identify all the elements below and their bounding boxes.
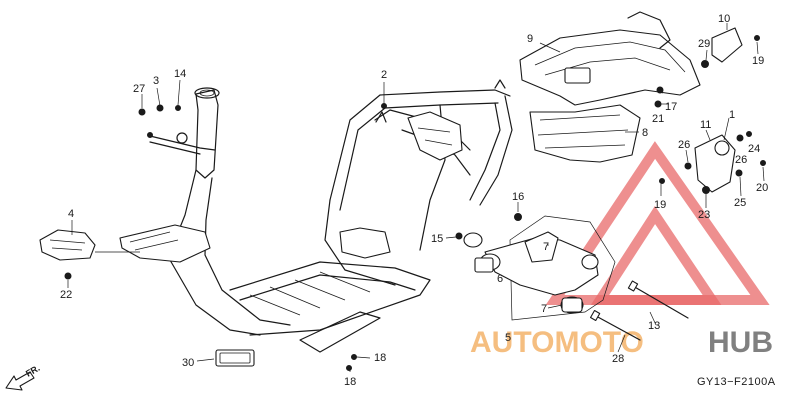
callout-27: 27 xyxy=(133,83,145,95)
callout-26a: 26 xyxy=(678,139,690,151)
part-30-plate xyxy=(215,349,255,367)
direction-label: FR. xyxy=(24,363,42,379)
callout-6: 6 xyxy=(497,273,503,285)
part-10-bracket xyxy=(711,27,743,63)
callout-1: 1 xyxy=(729,109,735,121)
callout-8: 8 xyxy=(642,127,648,139)
part-28-bolt xyxy=(589,309,641,341)
front-direction-arrow: FR. xyxy=(5,363,42,391)
watermark-text-a: AUTOMOTO xyxy=(470,326,644,359)
callout-5: 5 xyxy=(505,332,511,344)
part-5-engine-hanger xyxy=(463,215,616,321)
callout-2: 2 xyxy=(381,69,387,81)
callout-19b: 19 xyxy=(654,199,666,211)
callout-14: 14 xyxy=(174,68,186,80)
part-9-rear-fender xyxy=(519,11,701,106)
callout-16: 16 xyxy=(512,191,524,203)
callout-9: 9 xyxy=(527,33,533,45)
callout-28: 28 xyxy=(612,353,624,365)
callout-17: 17 xyxy=(665,101,677,113)
callout-18b: 18 xyxy=(344,376,356,388)
callout-3: 3 xyxy=(153,75,159,87)
callout-4: 4 xyxy=(68,208,74,220)
watermark-text-b: HUB xyxy=(708,326,773,359)
diagram-code: GY13−F2100A xyxy=(697,376,776,388)
callout-11: 11 xyxy=(700,119,711,131)
callout-10: 10 xyxy=(718,13,730,25)
callout-21: 21 xyxy=(652,113,664,125)
part-13-bolt xyxy=(627,280,689,319)
callout-7b: 7 xyxy=(541,303,547,315)
callout-23: 23 xyxy=(698,209,710,221)
callout-15: 15 xyxy=(431,233,443,245)
leader-lines xyxy=(67,23,765,372)
part-4-bracket xyxy=(39,229,140,261)
fasteners xyxy=(64,35,766,371)
callout-26b: 26 xyxy=(735,154,747,166)
callout-29: 29 xyxy=(698,38,710,50)
callout-13: 13 xyxy=(648,320,660,332)
callout-18a: 18 xyxy=(374,352,386,364)
callout-22: 22 xyxy=(60,289,72,301)
callout-30: 30 xyxy=(182,357,194,369)
part-11-bracket xyxy=(694,134,736,193)
part-8-mud-flap xyxy=(529,104,641,163)
callout-24: 24 xyxy=(748,143,760,155)
callout-20: 20 xyxy=(756,182,768,194)
frame-body-drawing xyxy=(119,79,513,353)
callout-7a: 7 xyxy=(543,241,549,253)
callout-19a: 19 xyxy=(752,55,764,67)
callout-labels: 1 2 3 4 5 6 7 7 8 9 10 11 13 14 15 16 17… xyxy=(60,13,768,388)
callout-25: 25 xyxy=(734,197,746,209)
